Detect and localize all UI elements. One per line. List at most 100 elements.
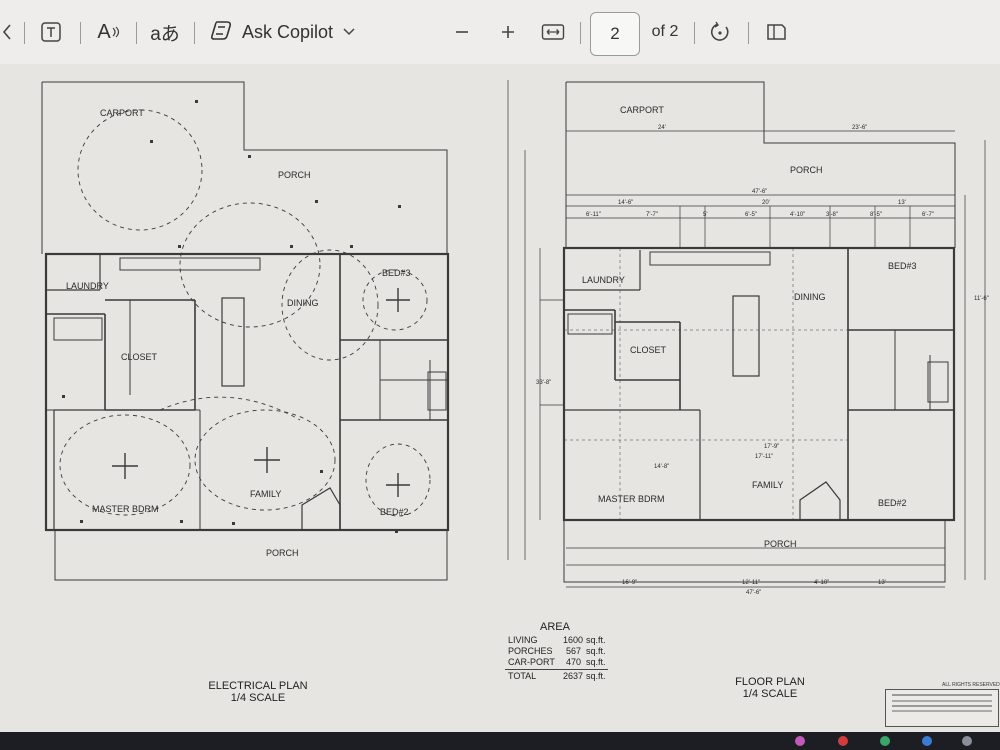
fp-room-master: MASTER BDRM <box>598 494 665 504</box>
read-aloud-button[interactable]: A <box>92 0 126 64</box>
ask-copilot-button[interactable]: Ask Copilot <box>208 0 368 64</box>
ep-room-closet: CLOSET <box>121 352 158 362</box>
ep-room-family: FAMILY <box>250 489 281 499</box>
area-value: 470 <box>566 657 582 667</box>
ep-room-dining: DINING <box>287 298 319 308</box>
minus-icon <box>456 31 468 33</box>
dim-20: 20' <box>762 200 770 206</box>
toolbar-divider <box>80 22 81 44</box>
dim-7-7: 7'-7" <box>646 212 658 218</box>
electrical-plan-caption: ELECTRICAL PLAN 1/4 SCALE <box>196 680 320 704</box>
copilot-icon <box>210 21 231 40</box>
current-page-value: 2 <box>610 24 620 43</box>
area-label: TOTAL <box>508 671 537 681</box>
read-aloud-label: A <box>97 20 111 43</box>
ep-room-laundry: LAUNDRY <box>66 281 109 291</box>
electrical-plan-title: ELECTRICAL PLAN <box>208 680 308 692</box>
fp-room-dining: DINING <box>794 292 826 302</box>
taskbar <box>0 732 1000 750</box>
fp-room-laundry: LAUNDRY <box>582 275 625 285</box>
dim-16-9: 16'-9" <box>622 580 637 586</box>
ep-room-master: MASTER BDRM <box>92 504 159 514</box>
zoom-out-button[interactable] <box>450 0 474 64</box>
floor-plan-title: FLOOR PLAN <box>735 676 805 688</box>
toolbar-divider <box>24 22 25 44</box>
taskbar-app-icon[interactable] <box>962 736 972 746</box>
fp-room-closet: CLOSET <box>630 345 667 355</box>
area-title: AREA <box>540 621 570 633</box>
area-unit: sq.ft. <box>586 646 606 656</box>
add-text-icon[interactable] <box>36 0 66 64</box>
dim-6-11: 6'-11" <box>586 212 601 218</box>
page-count: of 2 <box>648 0 682 64</box>
ep-room-carport: CARPORT <box>100 108 144 118</box>
taskbar-app-icon[interactable] <box>922 736 932 746</box>
taskbar-app-icon[interactable] <box>795 736 805 746</box>
dim-47-6-bottom: 47'-6" <box>746 590 761 596</box>
pdf-page: CARPORT PORCH LAUNDRY CLOSET DINING BED#… <box>0 64 1000 732</box>
electrical-plan-scale: 1/4 SCALE <box>230 692 286 704</box>
toolbar-divider <box>194 22 195 44</box>
fp-room-porch-bottom: PORCH <box>764 539 797 549</box>
pdf-toolbar: A aあ Ask Copilot 2 of 2 <box>0 0 1000 64</box>
taskbar-app-icon[interactable] <box>838 736 848 746</box>
area-value: 1600 <box>563 635 584 645</box>
page-count-label: of 2 <box>651 23 679 40</box>
area-label: CAR-PORT <box>508 657 555 667</box>
chevron-left-icon[interactable] <box>0 0 14 64</box>
ep-room-bed3: BED#3 <box>382 268 411 278</box>
translate-label: aあ <box>150 23 180 45</box>
dim-24: 24' <box>658 125 666 131</box>
page-view-icon <box>767 24 786 40</box>
dim-5: 5' <box>703 212 707 218</box>
dim-13: 13' <box>898 200 906 206</box>
dim-14-6: 14'-6" <box>618 200 633 206</box>
plus-icon <box>502 26 514 38</box>
taskbar-app-icon[interactable] <box>880 736 890 746</box>
fp-room-carport: CARPORT <box>620 105 664 115</box>
area-total-divider <box>505 669 608 670</box>
dim-23-6: 23'-6" <box>852 125 867 131</box>
page-number-input[interactable]: 2 <box>590 12 640 56</box>
floor-plan-scale: 1/4 SCALE <box>742 688 798 700</box>
toolbar-divider <box>694 22 695 44</box>
floor-plan-caption: FLOOR PLAN 1/4 SCALE <box>712 676 828 700</box>
dim-4-10-bottom: 4'-10" <box>814 580 829 586</box>
area-label: LIVING <box>508 635 538 645</box>
title-block <box>885 689 999 727</box>
chevron-down-icon <box>343 28 355 36</box>
rotate-button[interactable] <box>706 0 734 64</box>
fp-room-family: FAMILY <box>752 480 783 490</box>
dim-6-7: 6'-7" <box>922 212 934 218</box>
area-unit: sq.ft. <box>586 635 606 645</box>
zoom-in-button[interactable] <box>496 0 520 64</box>
toolbar-divider <box>136 22 137 44</box>
area-label: PORCHES <box>508 646 553 656</box>
fit-width-button[interactable] <box>538 0 568 64</box>
floor-plan <box>507 80 986 588</box>
area-unit: sq.ft. <box>586 657 606 667</box>
ask-copilot-label: Ask Copilot <box>242 21 334 42</box>
electrical-plan <box>41 81 450 581</box>
dim-47-6-top: 47'-6" <box>752 189 767 195</box>
dim-14-8: 14'-8" <box>654 464 669 470</box>
ep-room-porch-top: PORCH <box>278 170 311 180</box>
rights-text: ALL RIGHTS RESERVED <box>942 682 1000 688</box>
dim-6-5: 6'-5" <box>745 212 757 218</box>
dim-4-10: 4'-10" <box>790 212 805 218</box>
dim-17-9: 17'-9" <box>764 444 779 450</box>
toolbar-divider <box>580 22 581 44</box>
dim-11-6: 11'-6" <box>974 296 989 302</box>
area-unit: sq.ft. <box>586 671 606 681</box>
dim-8-5: 8'-5" <box>870 212 882 218</box>
dim-3-8: 3'-8" <box>826 212 838 218</box>
page-view-button[interactable] <box>762 0 790 64</box>
translate-button[interactable]: aあ <box>146 0 184 64</box>
toolbar-divider <box>748 22 749 44</box>
area-value: 2637 <box>563 671 584 681</box>
dim-13-bottom: 13' <box>878 580 886 586</box>
sound-waves-icon <box>112 26 119 38</box>
floor-plans-drawing: CARPORT PORCH LAUNDRY CLOSET DINING BED#… <box>41 80 989 596</box>
fp-room-bed3: BED#3 <box>888 261 917 271</box>
area-value: 567 <box>566 646 582 656</box>
